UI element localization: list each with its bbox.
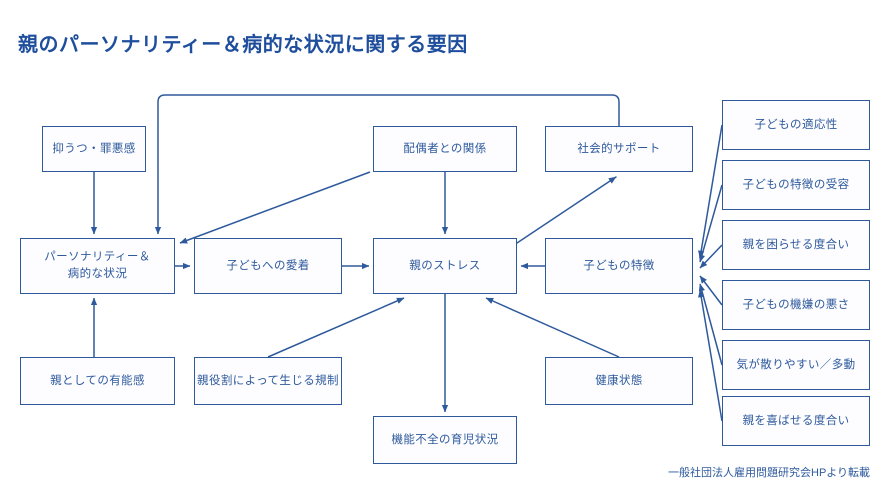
node-label: 親を喜ばせる度合い [742,414,850,427]
edge-pleasing-to-child-traits [698,289,723,422]
node-label: 親役割によって生じる規制 [197,374,339,387]
node-label: 親のストレス [409,259,481,272]
edge-acceptance-to-child-traits [698,184,723,263]
node-depression[interactable]: 抑うつ・罪悪感 [42,126,146,172]
node-label: 機能不全の育児状況 [391,433,499,446]
node-label: パーソナリティー＆病的な状況 [44,251,151,280]
node-parent-competence[interactable]: 親としての有能感 [20,357,175,405]
node-label: 子どもの機嫌の悪さ [742,298,850,311]
node-troublesome[interactable]: 親を困らせる度合い [722,220,870,270]
node-bad-mood[interactable]: 子どもの機嫌の悪さ [722,280,870,330]
node-label: 配偶者との関係 [403,142,487,155]
node-label: 親としての有能感 [50,374,145,387]
node-label: 健康状態 [595,374,643,387]
node-dysfunction[interactable]: 機能不全の育児状況 [373,416,517,464]
node-role-restriction[interactable]: 親役割によって生じる規制 [194,357,342,405]
node-spouse-relation[interactable]: 配偶者との関係 [373,126,517,172]
edge-stress-to-social-support [516,176,617,244]
edge-role-restriction-to-stress [267,297,405,358]
node-acceptance[interactable]: 子どもの特徴の受容 [722,160,870,210]
node-pleasing[interactable]: 親を喜ばせる度合い [722,396,870,446]
node-label: 抑うつ・罪悪感 [52,142,136,155]
page-title: 親のパーソナリティー＆病的な状況に関する要因 [18,34,468,56]
edge-distractible-to-child-traits [698,283,723,366]
node-parent-stress[interactable]: 親のストレス [373,238,517,294]
node-label: 子どもへの愛着 [226,259,310,272]
node-label: 子どもの特徴の受容 [742,178,850,191]
node-health[interactable]: 健康状態 [545,357,693,405]
node-adaptability[interactable]: 子どもの適応性 [722,100,870,150]
node-personality[interactable]: パーソナリティー＆病的な状況 [20,238,175,294]
node-social-support[interactable]: 社会的サポート [545,126,693,172]
node-label: 子どもの特徴 [583,259,655,272]
edge-badmood-to-child-traits [699,275,723,306]
node-label: 社会的サポート [577,142,661,155]
node-label: 気が散りやすい／多動 [736,358,856,371]
edge-attachment-to-personality [179,171,371,244]
edge-adaptability-to-child-traits [698,124,723,259]
node-distractible[interactable]: 気が散りやすい／多動 [722,340,870,390]
source-attribution: 一般社団法人雇用問題研究会HPより転載 [668,467,871,479]
edge-health-to-stress [485,297,620,358]
node-child-traits[interactable]: 子どもの特徴 [545,238,693,294]
node-attachment[interactable]: 子どもへの愛着 [194,238,342,294]
edge-troublesome-to-child-traits [699,244,723,269]
node-label: 親を困らせる度合い [742,238,850,251]
node-label: 子どもの適応性 [754,118,838,131]
